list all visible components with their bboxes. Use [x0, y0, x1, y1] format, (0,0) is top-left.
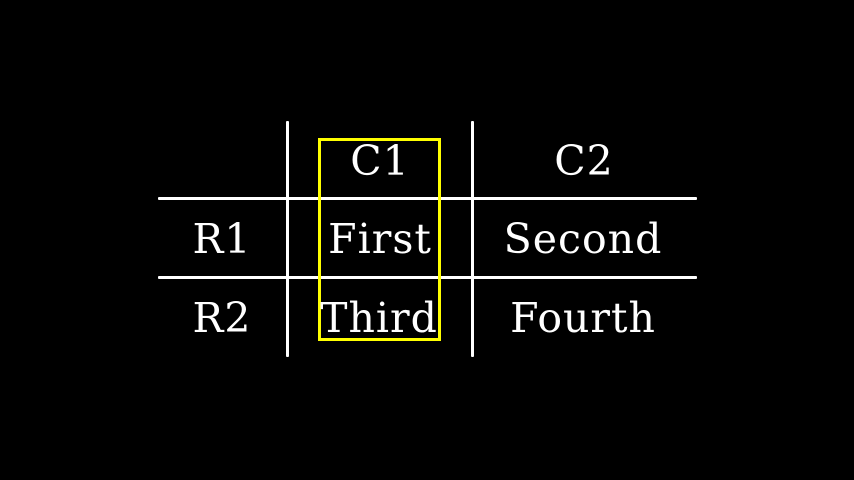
- row-header-r2: R2: [192, 294, 252, 342]
- col-header-c2: C2: [554, 137, 614, 185]
- header-separator-line: [158, 197, 697, 200]
- cell-r1-c1: First: [328, 215, 432, 263]
- column-separator-line-1: [286, 121, 289, 357]
- column-c1-highlight-rect: [318, 138, 441, 341]
- row-header-r1: R1: [192, 215, 252, 263]
- column-separator-line-2: [471, 121, 474, 357]
- col-header-c1: C1: [350, 137, 410, 185]
- row-separator-line: [158, 276, 697, 279]
- cell-r2-c2: Fourth: [510, 294, 656, 342]
- cell-r2-c1: Third: [320, 294, 438, 342]
- cell-r1-c2: Second: [503, 215, 663, 263]
